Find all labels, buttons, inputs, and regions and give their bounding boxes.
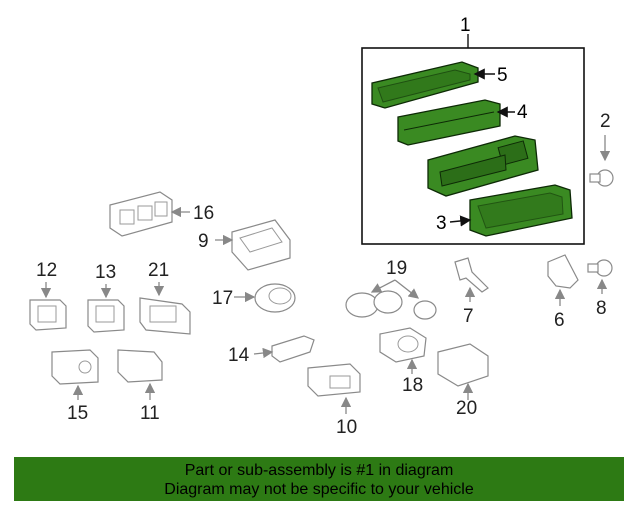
- banner-line-2: Diagram may not be specific to your vehi…: [164, 481, 474, 498]
- callout-21: 21: [148, 260, 169, 281]
- callout-11: 11: [140, 403, 160, 424]
- callout-5: 5: [497, 65, 508, 86]
- part-5-bezel[interactable]: 5: [371, 61, 508, 109]
- part-7[interactable]: 7: [454, 257, 489, 327]
- callout-1: 1: [460, 15, 471, 36]
- callout-12: 12: [36, 260, 57, 281]
- part-2-screw[interactable]: 2: [589, 111, 614, 187]
- part-21[interactable]: 21: [139, 260, 191, 335]
- assembly-box: [361, 47, 585, 245]
- part-9[interactable]: 9: [198, 219, 291, 271]
- callout-10: 10: [336, 417, 357, 438]
- part-8[interactable]: 8: [587, 259, 613, 319]
- part-19[interactable]: 19: [345, 258, 437, 320]
- callout-4: 4: [517, 102, 528, 123]
- callout-6: 6: [554, 310, 565, 331]
- callout-9: 9: [198, 231, 209, 252]
- part-13[interactable]: 13: [87, 262, 125, 333]
- callout-20: 20: [456, 398, 477, 419]
- banner-line-1: Part or sub-assembly is #1 in diagram: [184, 462, 454, 479]
- part-16[interactable]: 16: [109, 191, 214, 237]
- callout-19: 19: [386, 258, 407, 279]
- callout-15: 15: [67, 403, 88, 424]
- callout-8: 8: [596, 298, 607, 319]
- part-10[interactable]: 10: [307, 363, 361, 438]
- assembly-1-group[interactable]: 1 5 4 3: [361, 15, 585, 245]
- callout-18: 18: [402, 375, 423, 396]
- part-18[interactable]: 18: [379, 327, 427, 396]
- parts-diagram: 1 5 4 3 2: [29, 15, 614, 438]
- part-3-base[interactable]: 3: [436, 184, 573, 237]
- part-12[interactable]: 12: [29, 260, 67, 331]
- callout-13: 13: [95, 262, 116, 283]
- part-4-display[interactable]: 4: [397, 99, 528, 146]
- callout-2: 2: [600, 111, 611, 132]
- part-20[interactable]: 20: [437, 343, 489, 419]
- info-banner: Part or sub-assembly is #1 in diagram Di…: [14, 457, 624, 501]
- part-17[interactable]: 17: [212, 283, 296, 313]
- callout-7: 7: [463, 306, 474, 327]
- part-14[interactable]: 14: [228, 335, 315, 366]
- part-15[interactable]: 15: [51, 349, 99, 424]
- part-6[interactable]: 6: [547, 254, 579, 331]
- callout-14: 14: [228, 345, 250, 366]
- part-11[interactable]: 11: [117, 349, 163, 424]
- callout-3: 3: [436, 213, 447, 234]
- callout-16: 16: [193, 203, 214, 224]
- housing: [427, 135, 539, 197]
- callout-17: 17: [212, 288, 233, 309]
